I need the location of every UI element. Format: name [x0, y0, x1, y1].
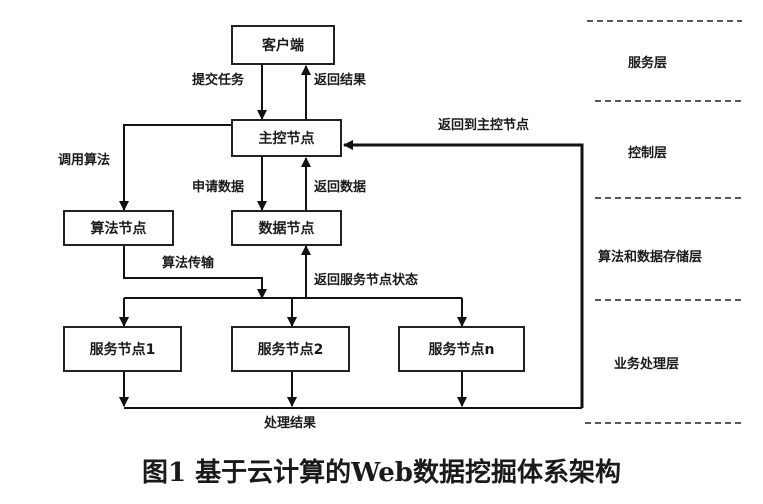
- service-node-2: 服务节点2: [231, 326, 350, 372]
- layer-control: 控制层: [628, 146, 668, 161]
- layer-business: 业务处理层: [614, 357, 680, 372]
- layer-service: 服务层: [628, 56, 668, 71]
- data-node: 数据节点: [231, 210, 342, 246]
- label-return-data: 返回数据: [314, 180, 367, 195]
- label-processing-result: 处理结果: [264, 416, 317, 431]
- figure-caption: 图1 基于云计算的Web数据挖掘体系架构: [142, 458, 621, 488]
- service-node-1: 服务节点1: [63, 326, 182, 372]
- label-call-algorithm: 调用算法: [58, 153, 111, 168]
- label-return-service-status: 返回服务节点状态: [314, 273, 419, 288]
- arrow-call-algorithm: [119, 124, 232, 211]
- label-request-data: 申请数据: [192, 180, 245, 195]
- label-return-to-master: 返回到主控节点: [438, 118, 530, 133]
- label-algorithm-transfer: 算法传输: [162, 256, 215, 271]
- client-node: 客户端: [231, 25, 335, 65]
- algorithm-node: 算法节点: [63, 210, 174, 246]
- arrow-algorithm-transfer: [123, 245, 267, 299]
- layer-algo-storage: 算法和数据存储层: [598, 250, 703, 265]
- arrow-return-to-master: [343, 140, 584, 408]
- service-node-n: 服务节点n: [398, 326, 525, 372]
- label-return-result: 返回结果: [314, 73, 367, 88]
- label-submit-task: 提交任务: [192, 73, 245, 88]
- master-node: 主控节点: [231, 119, 342, 157]
